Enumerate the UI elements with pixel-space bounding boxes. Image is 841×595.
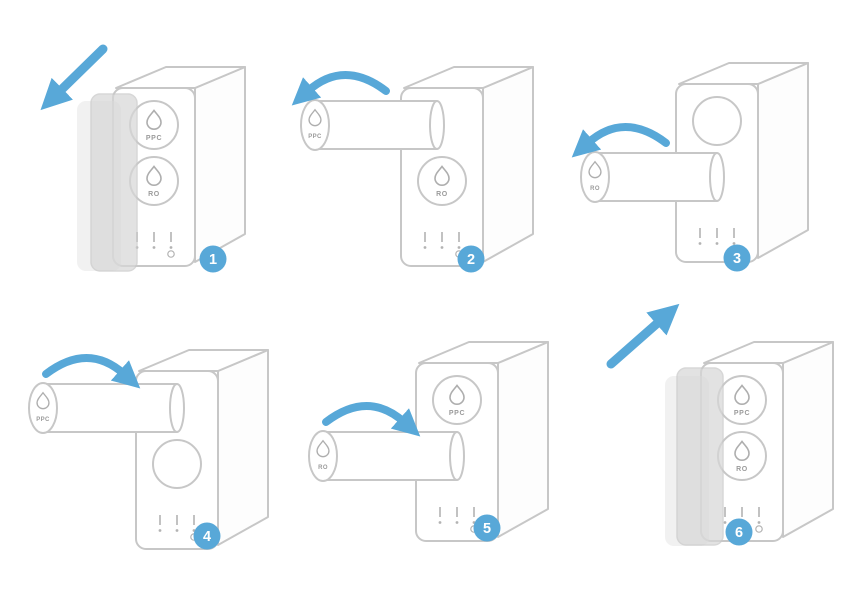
filter-label: RO [736,466,748,473]
filter-label: PPC [733,410,749,417]
remove-direction-arrow-icon [39,44,107,110]
step-number-badge: 3 [723,244,750,271]
step-5-panel: PPC RO 5 [307,340,549,542]
ro-filter: RO [716,430,767,481]
step-number-badge: 5 [473,514,500,541]
filter-label: RO [436,191,448,198]
filter-cartridge-cylinder: PPC [27,381,185,434]
filter-cartridge-cylinder: RO [307,429,465,482]
empty-filter-socket [691,95,742,146]
step-6-panel: PPC RO 6 [606,303,834,546]
ppc-filter: PPC [716,374,767,425]
filter-label: PPC [308,134,322,140]
step-number: 5 [482,521,490,537]
water-purifier-device [134,348,269,550]
step-2-panel: RO PPC 2 [291,65,534,272]
step-number: 2 [466,252,474,268]
water-purifier-device [399,65,534,267]
unscrew-rotation-arrow-icon [291,70,390,105]
step-number: 3 [732,251,740,267]
filter-label: PPC [145,135,161,142]
step-number: 4 [202,529,210,545]
filter-label: PPC [36,417,50,423]
filter-cartridge-cylinder: PPC [299,98,445,151]
filter-cartridge-cylinder: RO [579,150,725,203]
ro-filter: RO [416,155,467,206]
step-number: 1 [208,252,216,268]
step-number-badge: 6 [725,518,752,545]
step-4-panel: PPC 4 [27,348,269,550]
step-number: 6 [734,525,742,541]
step-number-badge: 4 [193,522,220,549]
attach-direction-arrow-icon [606,303,679,368]
ppc-filter: PPC [431,374,482,425]
filter-label: PPC [448,410,464,417]
step-1-panel: PPC RO 1 [39,44,246,272]
front-cover-panel [675,366,724,546]
empty-filter-socket [151,438,202,489]
step-number-badge: 1 [199,245,226,272]
filter-label: RO [590,186,600,192]
unscrew-rotation-arrow-icon [571,122,670,157]
step-number-badge: 2 [457,245,484,272]
tighten-rotation-arrow-icon [41,353,140,388]
front-cover-panel [89,92,138,272]
filter-label: RO [148,191,160,198]
tighten-rotation-arrow-icon [321,401,420,436]
filter-label: RO [318,465,328,471]
step-3-panel: RO 3 [571,61,809,271]
